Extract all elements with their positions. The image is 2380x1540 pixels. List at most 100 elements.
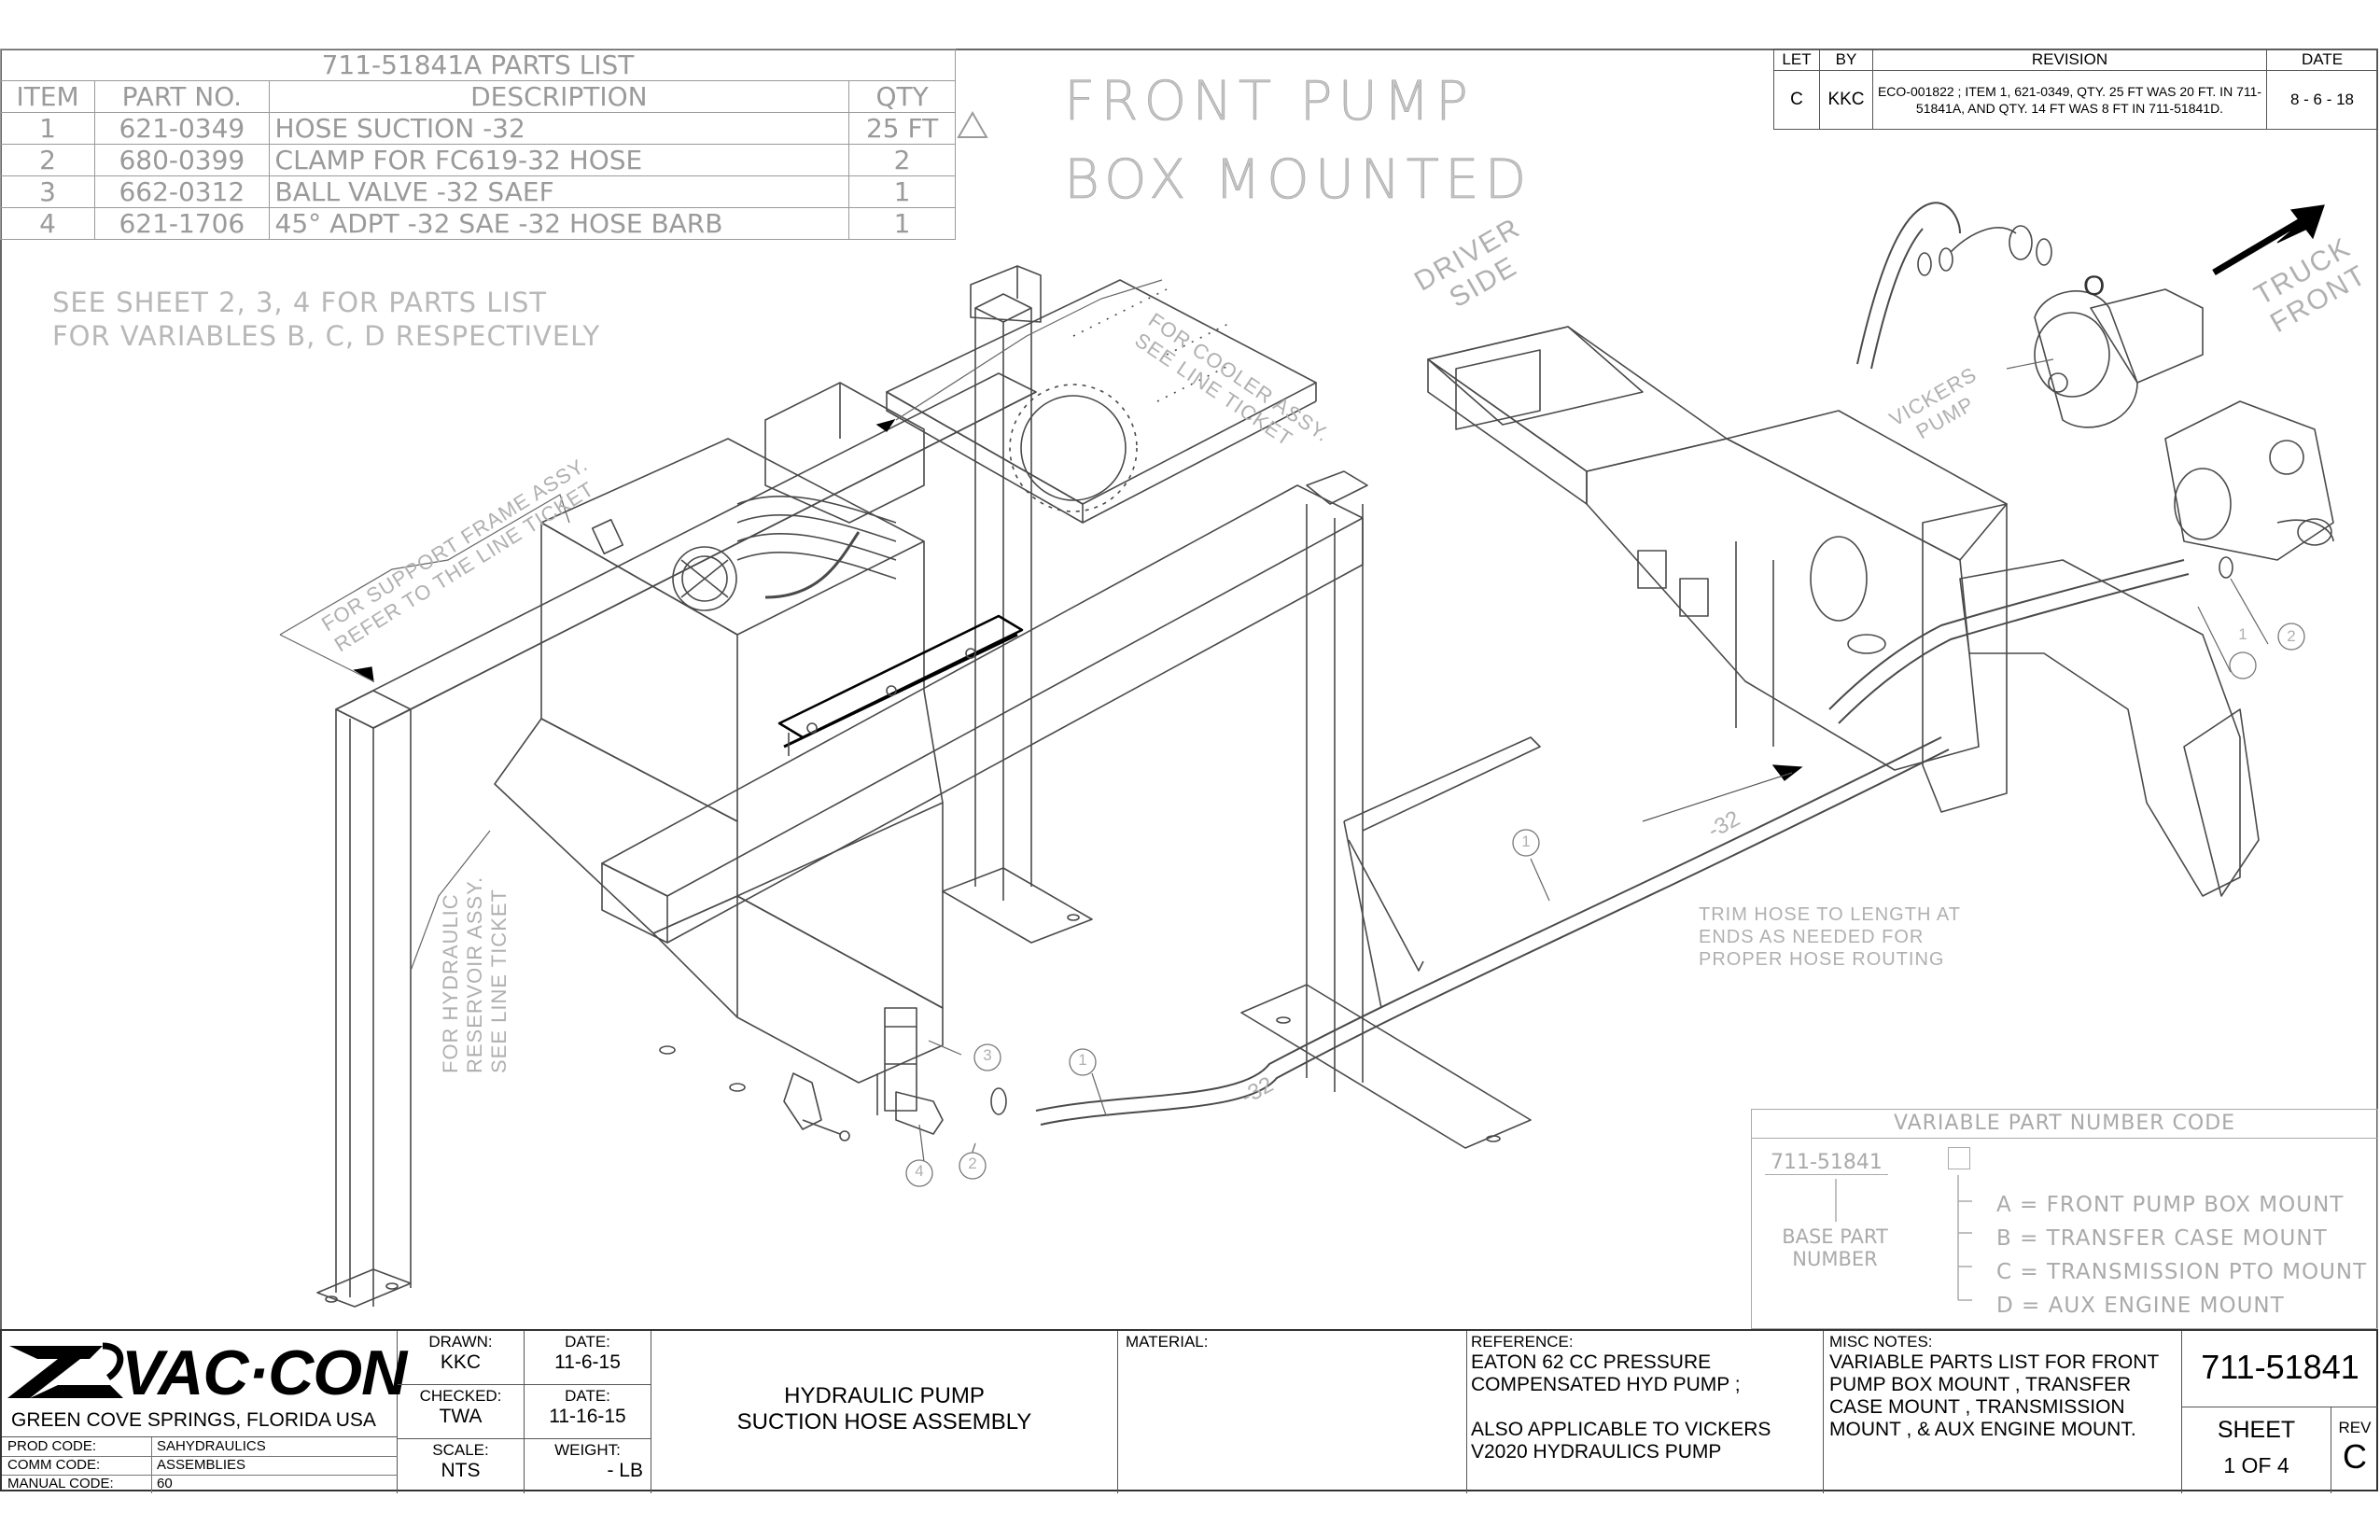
variable-base-number: 711-51841 [1765, 1151, 1888, 1175]
scale-cell: SCALE: NTS [398, 1439, 525, 1493]
rev-let: C [1773, 70, 1820, 130]
balloon-number: 2 [968, 1155, 977, 1172]
scale-value: NTS [441, 1460, 481, 1481]
material-cell: MATERIAL: [1118, 1331, 1467, 1493]
variable-options: A = FRONT PUMP BOX MOUNT B = TRANSFER CA… [1996, 1188, 2367, 1323]
misc-line2: PUMP BOX MOUNT , TRANSFER [1829, 1374, 2132, 1395]
misc-notes-cell: MISC NOTES: VARIABLE PARTS LIST FOR FRON… [1824, 1331, 2182, 1493]
material-label: MATERIAL: [1126, 1333, 1209, 1351]
variable-code-title: VARIABLE PART NUMBER CODE [1752, 1110, 2377, 1139]
table-row: 2 680-0399 CLAMP FOR FC619-32 HOSE 2 [0, 144, 956, 176]
trim-line2: ENDS AS NEEDED FOR [1699, 927, 1925, 947]
comm-code-label: COMM CODE: [7, 1457, 101, 1473]
misc-line4: MOUNT , & AUX ENGINE MOUNT. [1829, 1419, 2136, 1440]
cooler-plate [886, 279, 1317, 524]
drawing-title-cell: HYDRAULIC PUMP SUCTION HOSE ASSEMBLY [651, 1331, 1118, 1493]
reservoir-note-line1: FOR HYDRAULIC [439, 893, 462, 1073]
item-number: 4 [0, 207, 96, 240]
sheet-cell: SHEET 1 OF 4 [2182, 1407, 2331, 1493]
drawn-date-label: DATE: [565, 1333, 610, 1351]
rev-label: REV [2338, 1419, 2372, 1436]
weight-cell: WEIGHT: - LB [525, 1439, 651, 1493]
checked-label: CHECKED: [419, 1387, 502, 1405]
reference-line3: ALSO APPLICABLE TO VICKERS [1471, 1419, 1771, 1440]
mounting-bracket [777, 614, 1024, 756]
variable-option: D = AUX ENGINE MOUNT [1996, 1294, 2285, 1318]
checked-date-cell: DATE: 11-16-15 [525, 1385, 651, 1439]
variable-option: C = TRANSMISSION PTO MOUNT [1996, 1260, 2368, 1284]
base-label-line1: BASE PART [1782, 1225, 1888, 1248]
weight-label: WEIGHT: [554, 1441, 621, 1459]
part-description: BALL VALVE -32 SAEF [268, 175, 850, 208]
variable-part-number-code: VARIABLE PART NUMBER CODE 711-51841 BASE… [1751, 1109, 2378, 1329]
balloon-number: 1 [1078, 1051, 1087, 1069]
reservoir-note: FOR HYDRAULIC RESERVOIR ASSY. SEE LINE T… [439, 876, 511, 1073]
reference-line2: COMPENSATED HYD PUMP ; [1471, 1374, 1741, 1395]
balloon [1512, 829, 1540, 857]
truck-chassis-frame [1427, 326, 2260, 897]
title-block: VAC·CON GREEN COVE SPRINGS, FLORIDA USA … [0, 1329, 2378, 1493]
drawing-title-line2: SUCTION HOSE ASSEMBLY [736, 1409, 1032, 1435]
scale-label: SCALE: [432, 1441, 489, 1459]
company-location: GREEN COVE SPRINGS, FLORIDA USA [11, 1409, 376, 1431]
front-support-beam [601, 470, 1368, 944]
drawn-date-cell: DATE: 11-6-15 [525, 1331, 651, 1385]
balloon-number: 1 [1521, 833, 1531, 850]
manual-code-value: 60 [157, 1476, 173, 1491]
see-sheet-note: SEE SHEET 2, 3, 4 FOR PARTS LIST FOR VAR… [52, 286, 600, 353]
parts-list-table: 711-51841A PARTS LIST ITEM PART NO. DESC… [0, 49, 956, 240]
trim-line3: PROPER HOSE ROUTING [1699, 949, 1945, 970]
support-frame-top-beam [335, 372, 1037, 729]
revision-triangle-icon [957, 110, 988, 138]
rev-header-let: LET [1773, 49, 1820, 71]
reservoir-note-line3: SEE LINE TICKET [487, 889, 511, 1073]
headline-line1: FRONT PUMP [1064, 69, 1475, 133]
headline-line2: BOX MOUNTED [1064, 147, 1533, 212]
balloon-number: 3 [983, 1046, 992, 1064]
hydraulic-reservoir [494, 382, 944, 1092]
balloon [2229, 651, 2257, 679]
parts-header-part-no: PART NO. [94, 80, 270, 113]
reservoir-note-line2: RESERVOIR ASSY. [463, 875, 486, 1073]
item-number: 2 [0, 144, 96, 176]
variable-code-leaders [1835, 1175, 1972, 1301]
weight-value: - LB [607, 1460, 643, 1481]
misc-notes-label: MISC NOTES: [1829, 1333, 1933, 1351]
checked-date-label: DATE: [565, 1387, 610, 1405]
drawing-title-line1: HYDRAULIC PUMP [784, 1383, 985, 1408]
rev-value: C [2343, 1437, 2367, 1476]
balloon-number: 2 [2287, 627, 2296, 645]
rev-cell: REV C [2331, 1407, 2378, 1493]
part-qty: 1 [848, 175, 956, 208]
balloon [973, 1043, 1001, 1071]
table-row: 3 662-0312 BALL VALVE -32 SAEF 1 [0, 175, 956, 208]
see-sheet-line1: SEE SHEET 2, 3, 4 FOR PARTS LIST [52, 287, 548, 318]
parts-header-item: ITEM [0, 80, 96, 113]
part-number: 621-1706 [94, 207, 270, 240]
sheet-label: SHEET [2217, 1417, 2296, 1443]
rev-header-by: BY [1819, 49, 1873, 71]
drawn-label: DRAWN: [428, 1333, 493, 1351]
driver-side-bracket [1427, 326, 1644, 430]
manual-code-label: MANUAL CODE: [7, 1476, 114, 1491]
vickers-pump [2034, 288, 2204, 428]
part-qty: 25 FT [848, 112, 956, 145]
checked-date-value: 11-16-15 [549, 1406, 626, 1427]
balloon [2277, 623, 2305, 651]
part-number: 662-0312 [94, 175, 270, 208]
ball-valve-assembly [783, 1007, 1007, 1141]
reference-line4: V2020 HYDRAULICS PUMP [1471, 1441, 1722, 1463]
company-logo-cell: VAC·CON GREEN COVE SPRINGS, FLORIDA USA [2, 1331, 407, 1437]
see-sheet-line2: FOR VARIABLES B, C, D RESPECTIVELY [52, 320, 601, 352]
vac-con-logo-icon [7, 1342, 124, 1398]
variable-suffix-box [1948, 1147, 1970, 1169]
balloon [959, 1152, 987, 1180]
suction-hose [1035, 202, 2190, 1126]
company-name: VAC·CON [121, 1337, 407, 1408]
table-row: 4 621-1706 45° ADPT -32 SAE -32 HOSE BAR… [0, 207, 956, 240]
base-label-line2: NUMBER [1792, 1248, 1878, 1270]
balloon-number: 1 [2238, 625, 2247, 643]
prod-code-value: SAHYDRAULICS [157, 1438, 266, 1454]
reference-line1: EATON 62 CC PRESSURE [1471, 1351, 1712, 1373]
drawing-number-cell: 711-51841 [2182, 1331, 2378, 1407]
